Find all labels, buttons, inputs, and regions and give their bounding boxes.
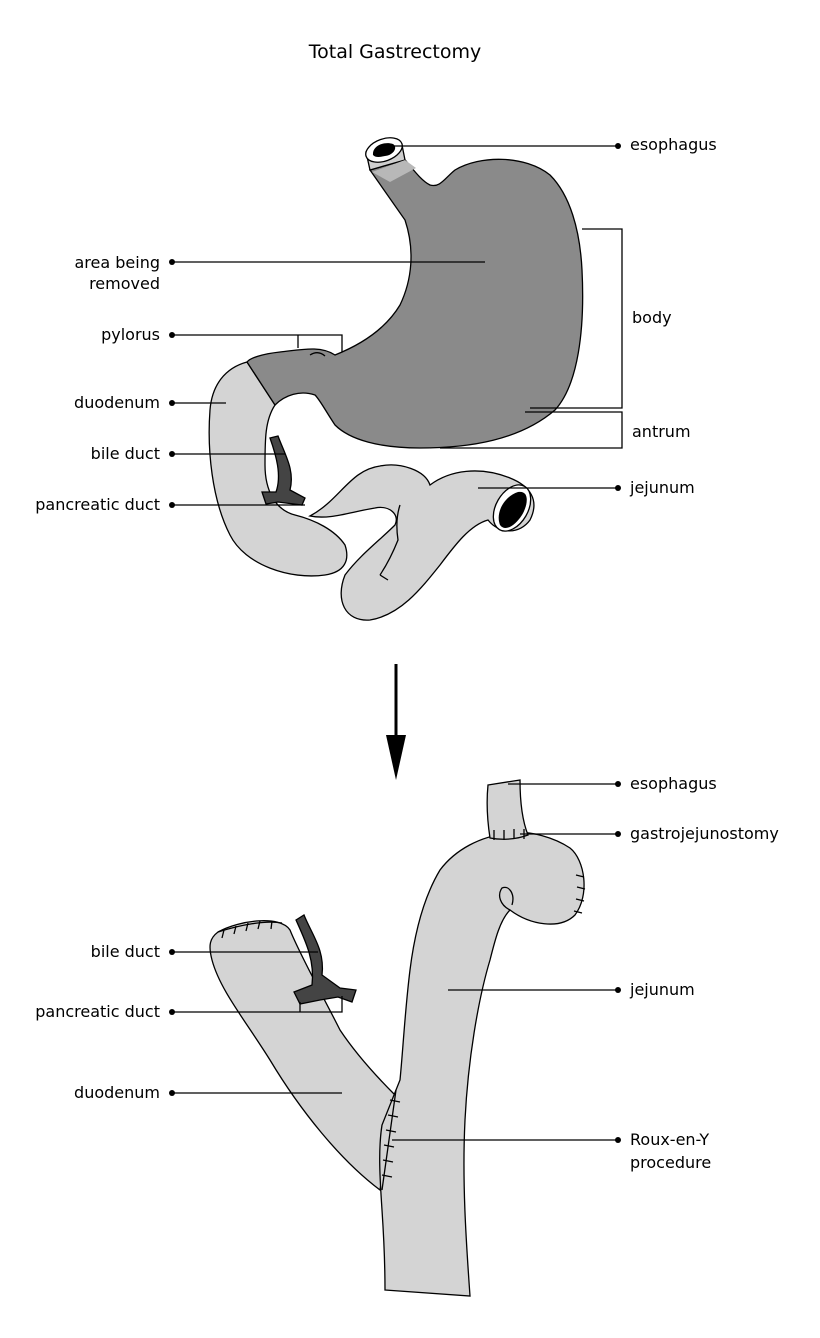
- duodenum-before: [208, 361, 348, 577]
- label-bile-duct-after: bile duct: [91, 942, 160, 961]
- before-illustration: [208, 137, 584, 621]
- jejunum-lumen-inner: [498, 491, 527, 529]
- label-roux-line2: procedure: [630, 1153, 711, 1172]
- label-area-removed-line1: area being: [74, 253, 160, 272]
- label-pancreatic-duct-after: pancreatic duct: [35, 1002, 160, 1021]
- label-bile-duct-before: bile duct: [91, 444, 160, 463]
- after-labels: esophagus gastrojejunostomy bile duct je…: [35, 774, 779, 1172]
- label-body: body: [632, 308, 672, 327]
- label-duodenum-before: duodenum: [74, 393, 160, 412]
- bile-duct-before: [261, 435, 306, 506]
- label-duodenum-after: duodenum: [74, 1083, 160, 1102]
- diagram-title: Total Gastrectomy: [308, 41, 481, 63]
- duodenum-after: [209, 920, 396, 1192]
- after-illustration: [209, 779, 586, 1297]
- label-esophagus-after: esophagus: [630, 774, 717, 793]
- stomach-removed-area: [246, 158, 584, 449]
- bile-duct-after: [293, 914, 357, 1005]
- down-arrow-icon: [386, 664, 406, 780]
- esophagus-after: [486, 779, 529, 840]
- jejunum-loop: [308, 464, 535, 621]
- before-labels: esophagus area being removed pylorus bod…: [35, 135, 716, 514]
- label-pylorus: pylorus: [101, 325, 160, 344]
- label-jejunum-after: jejunum: [629, 980, 695, 999]
- label-esophagus-before: esophagus: [630, 135, 717, 154]
- jejunum-after: [379, 831, 585, 1297]
- label-jejunum-before: jejunum: [629, 478, 695, 497]
- label-pancreatic-duct-before: pancreatic duct: [35, 495, 160, 514]
- label-antrum: antrum: [632, 422, 691, 441]
- label-roux-line1: Roux-en-Y: [630, 1130, 709, 1149]
- label-gastrojejunostomy: gastrojejunostomy: [630, 824, 779, 843]
- label-area-removed-line2: removed: [89, 274, 160, 293]
